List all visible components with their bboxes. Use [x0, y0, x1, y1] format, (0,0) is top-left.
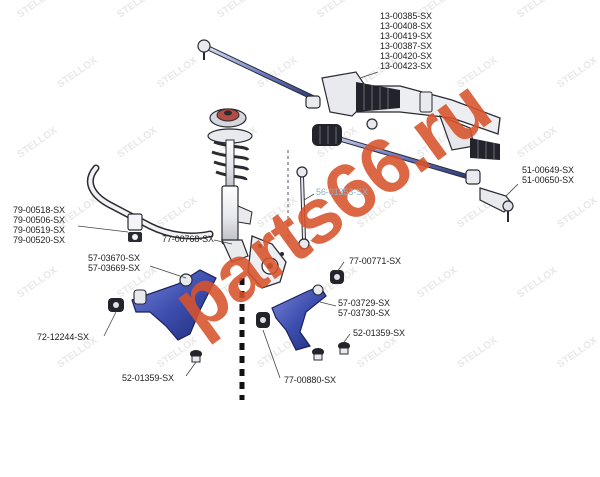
- part-number: 57-03670-SX: [88, 253, 140, 263]
- brand-watermark-pattern: STELLOX STELLOX STELLOX STELLOX STELLOX STELL…: [15, 0, 599, 370]
- rack-boot-right: [470, 138, 500, 160]
- brand-watermark-text: STELLOX: [455, 335, 499, 371]
- brand-watermark-text: STELLOX: [515, 125, 559, 161]
- brand-watermark-text: STELLOX: [415, 265, 459, 301]
- strut-assembly: [207, 108, 253, 263]
- stabilizer-link: [296, 166, 310, 250]
- control-arm-left: [108, 269, 217, 341]
- brand-watermark-text: STELLOX: [55, 55, 99, 91]
- part-number: 79-00520-SX: [13, 235, 65, 245]
- brand-watermark-text: STELLOX: [515, 265, 559, 301]
- brand-watermark-text: STELLOX: [215, 0, 259, 20]
- brand-watermark-text: STELLOX: [555, 55, 599, 91]
- bush-right-top: [330, 270, 344, 284]
- part-number: 79-00506-SX: [13, 215, 65, 225]
- part-number: 79-00518-SX: [13, 205, 65, 215]
- brand-watermark-text: STELLOX: [555, 335, 599, 371]
- part-number: 57-03669-SX: [88, 263, 140, 273]
- ball-joint-right: [312, 342, 350, 361]
- part-number-bush-bottom: 77-00880-SX: [284, 375, 336, 385]
- brand-watermark-text: STELLOX: [455, 55, 499, 91]
- stabilizer-bar: [87, 164, 214, 242]
- label-group-stabilizer-bushing: 79-00518-SX 79-00506-SX 79-00519-SX 79-0…: [13, 205, 65, 245]
- part-number: 13-00420-SX: [380, 51, 432, 61]
- ball-joint-left: [190, 350, 202, 363]
- label-group-tie-rod: 13-00385-SX 13-00408-SX 13-00419-SX 13-0…: [380, 11, 432, 71]
- label-group-right-arm: 57-03729-SX 57-03730-SX: [338, 298, 390, 318]
- leader-lines: [77, 71, 519, 379]
- part-number: 13-00385-SX: [380, 11, 432, 21]
- brand-watermark-text: STELLOX: [355, 335, 399, 371]
- tie-rod-end: [479, 187, 514, 222]
- steering-knuckle: [247, 235, 287, 289]
- suspension-illustration: STELLOX STELLOX STELLOX STELLOX STELLOX STELL…: [15, 0, 600, 400]
- brand-watermark-text: STELLOX: [115, 0, 159, 20]
- brand-watermark-text: STELLOX: [355, 195, 399, 231]
- part-number: 13-00419-SX: [380, 31, 432, 41]
- part-number: 13-00408-SX: [380, 21, 432, 31]
- part-number-ball-joint-left: 52-01359-SX: [122, 373, 174, 383]
- part-number-link: 56-01353-SX: [316, 187, 368, 197]
- part-number: 51-00649-SX: [522, 165, 574, 175]
- brand-watermark-text: STELLOX: [155, 55, 199, 91]
- part-number-bush-right-top: 77-00771-SX: [349, 256, 401, 266]
- part-number-ball-joint-right: 52-01359-SX: [353, 328, 405, 338]
- brand-watermark-text: STELLOX: [515, 0, 559, 20]
- part-number: 79-00519-SX: [13, 225, 65, 235]
- part-number-strut: 77-00768-SX: [162, 234, 214, 244]
- part-number: 57-03730-SX: [338, 308, 390, 318]
- brand-watermark-text: STELLOX: [15, 265, 59, 301]
- part-number-bush-left: 72-12244-SX: [37, 332, 89, 342]
- brand-watermark-text: STELLOX: [555, 195, 599, 231]
- part-number: 57-03729-SX: [338, 298, 390, 308]
- brand-watermark-text: STELLOX: [155, 195, 199, 231]
- label-group-left-arm: 57-03670-SX 57-03669-SX: [88, 253, 140, 273]
- control-arm-right: [256, 284, 327, 351]
- part-number: 51-00650-SX: [522, 175, 574, 185]
- brand-watermark-text: STELLOX: [315, 0, 359, 20]
- tie-rod-lower: [312, 118, 481, 185]
- part-number: 13-00423-SX: [380, 61, 432, 71]
- brand-watermark-text: STELLOX: [255, 195, 299, 231]
- label-group-tie-rod-end: 51-00649-SX 51-00650-SX: [522, 165, 574, 185]
- part-number: 13-00387-SX: [380, 41, 432, 51]
- brand-watermark-text: STELLOX: [115, 125, 159, 161]
- tie-rod-upper: [197, 39, 321, 109]
- rack-boot-left: [356, 82, 400, 112]
- brand-watermark-text: STELLOX: [15, 0, 59, 20]
- steering-rack: [321, 71, 501, 160]
- parts-diagram: STELLOX STELLOX STELLOX STELLOX STELLOX STELL…: [13, 0, 600, 400]
- brand-watermark-text: STELLOX: [15, 125, 59, 161]
